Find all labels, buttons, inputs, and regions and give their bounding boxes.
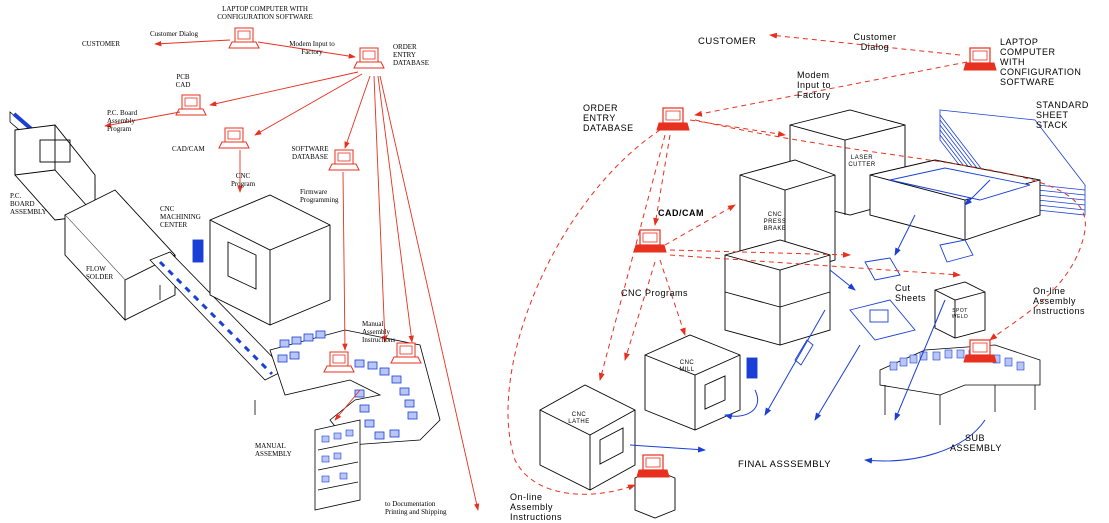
right-spot-weld-label: SPOT WELD [950,308,970,320]
order-entry-computer-icon [657,108,689,130]
pcb-cad-computer-icon [176,95,206,115]
left-software-database-label: SOFTWARE DATABASE [280,145,340,161]
right-cnc-programs-label: CNC Programs [621,288,688,298]
right-modem-input-label: Modem Input to Factory [797,70,831,100]
left-manual-instructions-label: Manual Assembly Instructions [362,320,395,344]
left-customer-label: CUSTOMER [82,40,120,48]
right-cut-sheets-label: Cut Sheets [895,283,926,303]
right-order-entry-label: ORDER ENTRY DATABASE [583,103,634,133]
left-factory-diagram: LAPTOP COMPUTER WITH CONFIGURATION SOFTW… [0,0,490,523]
cnc-press-brake [725,160,835,345]
left-cnc-program-label: CNC Program [228,172,258,188]
left-laptop-label: LAPTOP COMPUTER WITH CONFIGURATION SOFTW… [205,5,325,21]
right-standard-sheet-label: STANDARD SHEET STACK [1036,100,1089,130]
right-cad-cam-label: CAD/CAM [658,208,704,218]
final-assembly-computer-icon [637,455,669,477]
laptop-icon [229,28,259,48]
right-bottom-instructions-label: On-line Assembly Instructions [510,492,562,522]
right-laptop-label: LAPTOP COMPUTER WITH CONFIGURATION SOFTW… [1000,37,1081,87]
sub-assembly-table [880,345,1040,425]
left-flow-solder-label: FLOW SOLDER [86,265,113,281]
left-pc-board-assembly-label: P.C. BOARD ASSEMBLY [10,192,47,216]
right-press-brake-label: CNC PRESS BRAKE [760,212,790,233]
cnc-lathe [540,385,635,490]
left-customer-dialog-label: Customer Dialog [150,30,198,38]
right-cnc-lathe-label: CNC LATHE [567,412,591,426]
left-firmware-label: Firmware Programming [300,188,339,204]
right-cnc-mill-label: CNC MILL [675,360,699,374]
right-customer-dialog-label: Customer Dialog [845,32,905,52]
left-modem-input-label: Modem Input to Factory [272,40,352,56]
right-laser-cutter-label: LASER CUTTER [847,155,877,169]
left-manual-assembly-label: MANUAL ASSEMBLY [255,442,292,458]
left-cad-cam-label: CAD/CAM [172,145,205,153]
left-pcb-cad-label: PCB CAD [168,73,198,89]
right-online-instructions-label: On-line Assembly Instructions [1033,286,1085,316]
left-to-documentation-label: to Documentation Printing and Shipping [385,500,446,516]
right-factory-diagram: CUSTOMER Customer Dialog LAPTOP COMPUTER… [495,0,1109,523]
right-customer-label: CUSTOMER [698,37,756,47]
left-pc-board-program-label: P.C. Board Assembly Program [107,109,137,133]
flow-solder-machine [65,190,175,320]
left-order-entry-label: ORDER ENTRY DATABASE [393,43,429,67]
right-sub-assembly-label: SUB ASSEMBLY [950,433,1000,453]
cad-cam-computer-icon [219,128,249,148]
order-entry-computer-icon [354,48,384,68]
laptop-icon [964,48,996,70]
right-final-assembly-label: FINAL ASSSEMBLY [738,460,831,470]
left-diagram-drawing [0,0,490,523]
left-cnc-machining-label: CNC MACHINING CENTER [160,205,201,229]
